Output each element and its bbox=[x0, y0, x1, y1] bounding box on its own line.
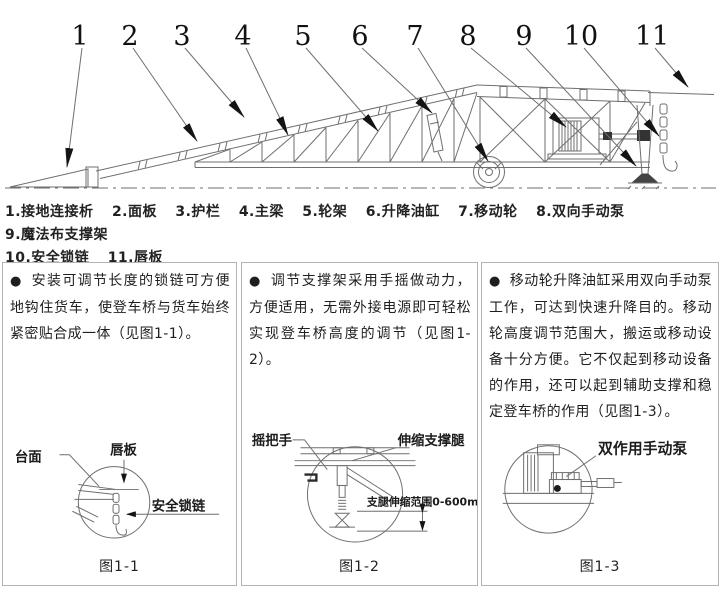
callout-4: 4 bbox=[234, 21, 251, 52]
figure-1-1-caption: 图1-1 bbox=[99, 559, 140, 575]
label-yaobashou: 摇把手 bbox=[252, 432, 293, 449]
figure-1-2: 摇把手 伸缩支撑腿 支腿伸缩范围0-600mm bbox=[252, 432, 477, 543]
legend-item-2: 2.面板 bbox=[111, 204, 157, 220]
panel-2-paragraph: 调节支撑架采用手摇做动力，方便适用，无需外接电源即可轻松实现登车桥高度的调节（见… bbox=[249, 273, 471, 368]
callout-numbers: 1 2 3 4 5 6 7 8 9 10 11 bbox=[71, 21, 669, 52]
ramp-side-view-drawing: 1 2 3 4 5 6 7 8 9 10 11 bbox=[5, 21, 716, 190]
callout-10: 10 bbox=[564, 21, 598, 52]
fig-1-3-detail bbox=[502, 444, 622, 504]
figure-1-3: 双作用手动泵 bbox=[502, 440, 687, 534]
legend-line-1: 1.接地连接析 2.面板 3.护栏 4.主梁 5.轮架 6.升降油缸 7.移动轮… bbox=[5, 201, 717, 247]
approach-plate bbox=[9, 166, 99, 188]
parts-legend: 1.接地连接析 2.面板 3.护栏 4.主梁 5.轮架 6.升降油缸 7.移动轮… bbox=[5, 201, 717, 270]
legend-item-7: 7.移动轮 bbox=[458, 204, 518, 220]
safety-chain bbox=[659, 103, 678, 172]
panel-3-text: ●移动轮升降油缸采用双向手动泵工作，可达到快速升降目的。移动轮高度调节范围大，搬… bbox=[482, 263, 718, 425]
feature-panel-chain: ●安装可调节长度的锁链可方便地钩住货车，使登车桥与货车始终紧密贴合成一体（见图1… bbox=[2, 262, 237, 586]
figure-1-2-caption: 图1-2 bbox=[339, 559, 380, 575]
bullet-icon: ● bbox=[249, 274, 262, 289]
figure-1-1: 台面 唇板 安全锁链 bbox=[15, 442, 220, 539]
feature-panel-pump: ●移动轮升降油缸采用双向手动泵工作，可达到快速升降目的。移动轮高度调节范围大，搬… bbox=[481, 262, 719, 586]
fig-1-2-dimension bbox=[357, 503, 428, 532]
fig-1-2-detail bbox=[294, 447, 416, 528]
callout-leaders bbox=[65, 47, 689, 168]
fig-1-3-annotations: 双作用手动泵 bbox=[566, 440, 687, 477]
panel-1-paragraph: 安装可调节长度的锁链可方便地钩住货车，使登车桥与货车始终紧密贴合成一体（见图1-… bbox=[10, 273, 230, 342]
feature-panel-support: ●调节支撑架采用手摇做动力，方便适用，无需外接电源即可轻松实现登车桥高度的调节（… bbox=[241, 262, 478, 586]
panel-2-text: ●调节支撑架采用手摇做动力，方便适用，无需外接电源即可轻松实现登车桥高度的调节（… bbox=[242, 263, 477, 373]
legend-item-3: 3.护栏 bbox=[175, 204, 221, 220]
lift-cylinder bbox=[426, 112, 444, 162]
label-chunban: 唇板 bbox=[110, 442, 137, 459]
label-taimian: 台面 bbox=[15, 449, 42, 466]
legend-item-9: 9.魔法布支撑架 bbox=[5, 227, 109, 243]
lip-plate bbox=[647, 92, 715, 95]
label-zhichengtui: 伸缩支撑腿 bbox=[397, 432, 466, 449]
inclined-deck bbox=[95, 84, 478, 179]
support-legs bbox=[627, 104, 662, 190]
callout-7: 7 bbox=[406, 21, 423, 52]
legend-item-8: 8.双向手动泵 bbox=[536, 204, 625, 220]
callout-8: 8 bbox=[459, 21, 476, 52]
callout-1: 1 bbox=[71, 21, 88, 52]
panel-3-paragraph: 移动轮升降油缸采用双向手动泵工作，可达到快速升降目的。移动轮高度调节范围大，搬运… bbox=[489, 273, 712, 420]
legend-item-4: 4.主梁 bbox=[238, 204, 284, 220]
callout-3: 3 bbox=[173, 21, 190, 52]
callout-9: 9 bbox=[515, 21, 532, 52]
fig-1-1-detail bbox=[72, 483, 139, 536]
moving-wheel bbox=[473, 156, 505, 188]
legend-item-1: 1.接地连接析 bbox=[5, 204, 94, 220]
fig-1-2-annotations: 摇把手 伸缩支撑腿 支腿伸缩范围0-600mm bbox=[252, 432, 477, 508]
label-pump: 双作用手动泵 bbox=[598, 440, 687, 458]
bullet-icon: ● bbox=[10, 274, 23, 289]
legend-item-5: 5.轮架 bbox=[302, 204, 348, 220]
panel-1-text: ●安装可调节长度的锁链可方便地钩住货车，使登车桥与货车始终紧密贴合成一体（见图1… bbox=[3, 263, 236, 347]
callout-11: 11 bbox=[635, 21, 669, 52]
fig-1-1-annotations: 台面 唇板 安全锁链 bbox=[15, 442, 220, 518]
callout-6: 6 bbox=[351, 21, 368, 52]
label-range: 支腿伸缩范围0-600mm bbox=[366, 494, 477, 508]
callout-5: 5 bbox=[294, 21, 311, 52]
callout-2: 2 bbox=[121, 21, 138, 52]
bullet-icon: ● bbox=[489, 274, 501, 289]
legend-item-6: 6.升降油缸 bbox=[365, 204, 440, 220]
figure-1-3-caption: 图1-3 bbox=[579, 559, 621, 575]
label-suolian: 安全锁链 bbox=[152, 497, 206, 514]
